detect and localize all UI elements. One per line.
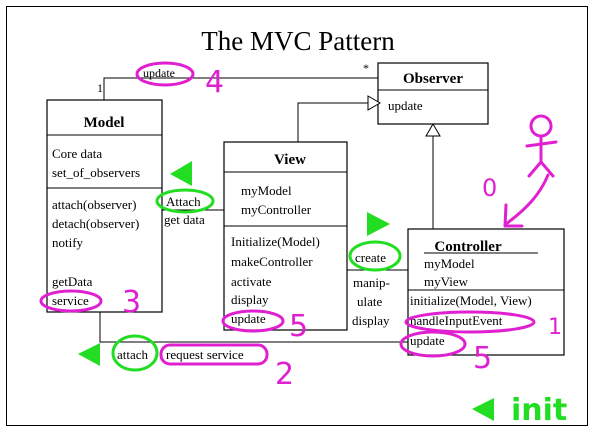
magenta-annotations <box>39 61 558 366</box>
init-legend-label: init <box>511 393 567 428</box>
diagram-frame <box>6 6 588 426</box>
model-op: attach(observer) <box>52 197 136 212</box>
get-data-label: get data <box>164 212 205 227</box>
controller-class: Controller myModel myView initialize(Mod… <box>407 228 565 356</box>
controller-attr: myModel <box>424 256 475 271</box>
view-update-highlight <box>221 309 285 333</box>
view-observer-generalization <box>297 102 368 142</box>
magenta-numbers: 4 3 5 5 1 2 0 <box>122 65 562 392</box>
display-label: display <box>352 313 390 328</box>
step-number: 3 <box>122 285 141 320</box>
model-attr: set_of_observers <box>52 165 140 180</box>
model-attr: Core data <box>52 146 102 161</box>
view-class: View myModel myController Initialize(Mod… <box>223 141 348 331</box>
model-op: detach(observer) <box>52 216 139 231</box>
model-op: notify <box>52 235 84 250</box>
manipulate-label: manip- <box>353 275 390 290</box>
update-label: update <box>143 66 175 80</box>
step-number: 4 <box>205 65 224 100</box>
controller-model-association <box>99 312 408 343</box>
attach-label: attach <box>117 347 149 362</box>
view-op: Initialize(Model) <box>231 234 320 249</box>
observer-class: Observer update <box>377 62 489 125</box>
service-highlight <box>39 289 103 313</box>
model-op: getData <box>52 274 93 289</box>
view-name: View <box>274 152 306 168</box>
create-highlight <box>348 240 402 272</box>
view-op: update <box>231 311 266 326</box>
controller-op: initialize(Model, View) <box>410 293 532 308</box>
init-legend-marker-icon <box>472 398 494 421</box>
update-highlight <box>135 61 195 87</box>
step-number: 0 <box>482 174 497 202</box>
green-triangles <box>78 161 494 421</box>
view-attr: myModel <box>241 183 292 198</box>
generalization-arrowhead <box>367 95 381 111</box>
generalization-arrowhead <box>425 123 441 137</box>
controller-update-highlight <box>399 330 467 358</box>
observer-op: update <box>388 98 423 113</box>
multiplicity-many: * <box>363 61 369 75</box>
view-op: makeController <box>231 254 313 269</box>
controller-op: update <box>410 333 445 348</box>
user-stick-figure-icon <box>525 114 558 178</box>
attach-label: Attach <box>166 194 201 209</box>
request-service-label: request service <box>166 347 244 362</box>
view-attr: myController <box>241 202 312 217</box>
step-number: 1 <box>548 315 562 340</box>
step-number: 5 <box>473 341 492 376</box>
step-number: 2 <box>275 357 294 392</box>
init-marker-icon <box>170 161 192 186</box>
init-marker-icon <box>78 343 100 366</box>
attach-bottom-highlight <box>111 334 159 372</box>
multiplicity-one: 1 <box>97 81 103 95</box>
user-to-controller-arrow-icon <box>503 173 550 228</box>
model-name: Model <box>84 115 125 131</box>
association-labels: 1 * update Attach get data create manip-… <box>97 61 390 362</box>
init-marker-icon <box>367 212 390 236</box>
observer-name: Observer <box>403 71 463 87</box>
attach-highlight <box>155 188 215 214</box>
manipulate-label: ulate <box>357 294 382 309</box>
controller-attr: myView <box>424 274 469 289</box>
request-service-highlight <box>159 343 269 366</box>
handle-input-highlight <box>404 310 536 334</box>
create-label: create <box>355 250 386 265</box>
view-op: activate <box>231 274 272 289</box>
controller-name: Controller <box>434 239 502 255</box>
view-op: display <box>231 292 269 307</box>
diagram-title: The MVC Pattern <box>201 26 395 56</box>
model-op: service <box>52 293 89 308</box>
green-annotations <box>111 188 402 372</box>
step-number: 5 <box>289 309 308 344</box>
model-observer-association <box>103 77 378 100</box>
controller-op: handleInputEvent <box>410 313 503 328</box>
model-class: Model Core data set_of_observers attach(… <box>46 99 163 313</box>
